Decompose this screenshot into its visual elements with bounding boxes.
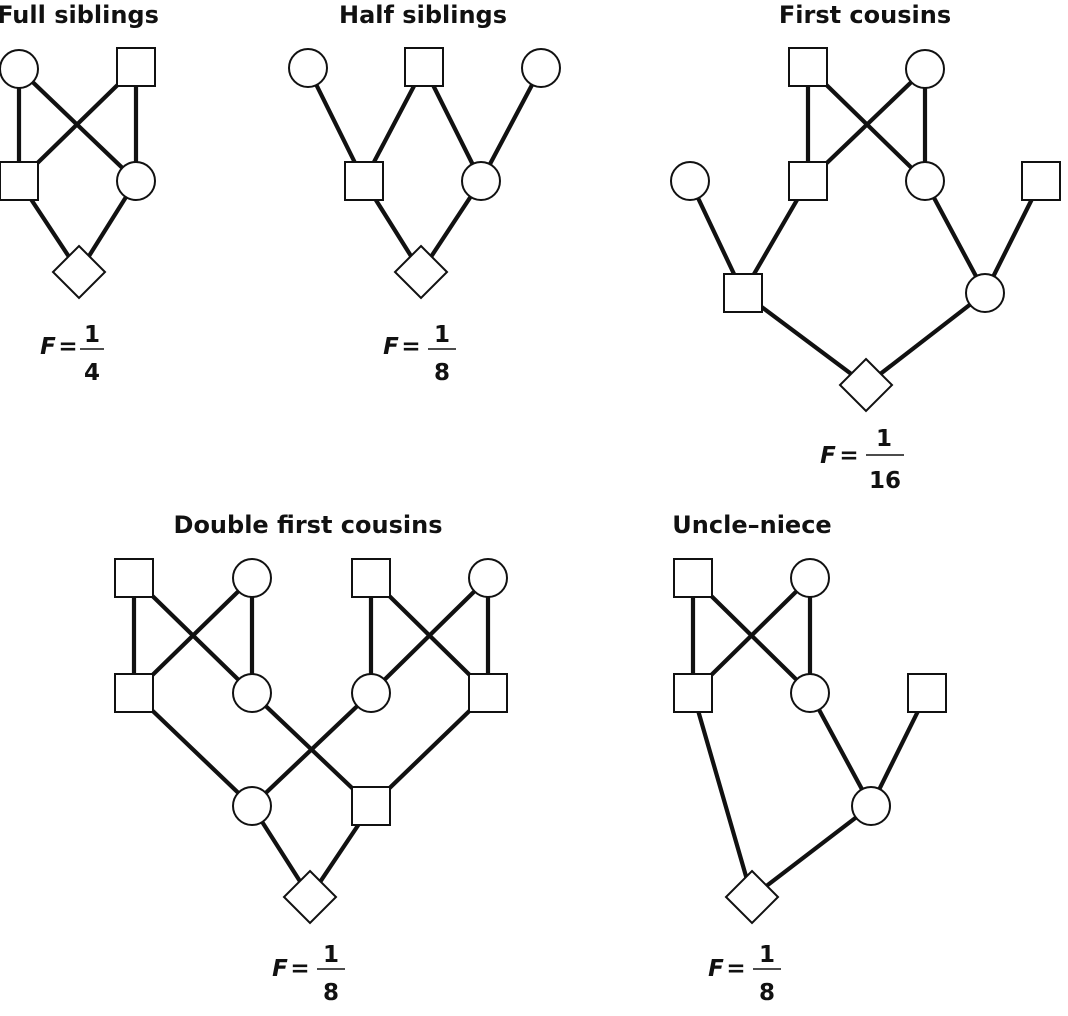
female-node — [790, 673, 830, 713]
coefficient-symbol: F — [820, 443, 836, 469]
female-node — [232, 558, 272, 598]
inbreeding-coefficient: F = 1 8 — [708, 942, 781, 1006]
male-node — [673, 558, 713, 598]
female-node — [905, 161, 945, 201]
male-node — [788, 161, 828, 201]
male-node — [351, 786, 391, 826]
equals-sign: = — [839, 443, 858, 469]
male-node — [468, 673, 508, 713]
coefficient-denominator: 16 — [869, 468, 901, 494]
inbreeding-coefficient: F = 1 16 — [820, 426, 904, 494]
equals-sign: = — [401, 334, 420, 360]
pedigree-half-siblings: Half siblings F = 1 8 — [288, 1, 561, 386]
inbreeding-coefficient: F = 1 4 — [40, 322, 104, 386]
male-node — [0, 161, 39, 201]
coefficient-symbol: F — [708, 956, 724, 982]
coefficient-symbol: F — [40, 334, 56, 360]
inbreeding-coefficient: F = 1 8 — [383, 322, 456, 386]
female-node — [351, 673, 391, 713]
pedigree-edge — [922, 178, 988, 296]
female-node — [116, 161, 156, 201]
pedigree-edge — [690, 690, 755, 900]
offspring-node — [838, 357, 894, 413]
pedigree-edge — [807, 690, 874, 809]
pedigree-title: Uncle–niece — [672, 511, 831, 539]
female-node — [232, 786, 272, 826]
coefficient-numerator: 1 — [759, 942, 775, 968]
coefficient-numerator: 1 — [876, 426, 892, 452]
pedigree-title: Half siblings — [339, 1, 507, 29]
female-node — [0, 49, 39, 89]
male-node — [907, 673, 947, 713]
coefficient-denominator: 8 — [759, 980, 775, 1006]
equals-sign: = — [290, 956, 309, 982]
offspring-node — [393, 244, 449, 300]
female-node — [790, 558, 830, 598]
equals-sign: = — [58, 334, 77, 360]
coefficient-denominator: 8 — [323, 980, 339, 1006]
coefficient-symbol: F — [272, 956, 288, 982]
pedigree-edge — [478, 65, 544, 184]
coefficient-numerator: 1 — [323, 942, 339, 968]
male-node — [723, 273, 763, 313]
female-node — [905, 49, 945, 89]
pedigree-edge — [368, 575, 491, 696]
inbreeding-coefficient: F = 1 8 — [272, 942, 345, 1006]
offspring-node — [282, 869, 338, 925]
female-node — [670, 161, 710, 201]
pedigree-double-first-cousins: Double first cousins F = 1 8 — [114, 511, 508, 1006]
male-node — [351, 558, 391, 598]
equals-sign: = — [726, 956, 745, 982]
pedigree-first-cousins: First cousins F = 1 16 — [670, 1, 1061, 494]
female-node — [521, 48, 561, 88]
offspring-node — [724, 869, 780, 925]
male-node — [114, 673, 154, 713]
pedigree-edge — [740, 290, 869, 388]
female-node — [232, 673, 272, 713]
female-node — [288, 48, 328, 88]
male-node — [114, 558, 154, 598]
coefficient-numerator: 1 — [434, 322, 450, 348]
pedigree-title: Double first cousins — [174, 511, 443, 539]
male-node — [404, 47, 444, 87]
pedigree-edge — [863, 290, 988, 388]
male-node — [673, 673, 713, 713]
offspring-node — [51, 244, 107, 300]
pedigree-title: First cousins — [779, 1, 951, 29]
male-node — [116, 47, 156, 87]
female-node — [851, 786, 891, 826]
coefficient-denominator: 8 — [434, 360, 450, 386]
female-node — [965, 273, 1005, 313]
male-node — [1021, 161, 1061, 201]
pedigree-full-siblings: Full siblings F = 1 4 — [0, 1, 159, 386]
male-node — [788, 47, 828, 87]
pedigree-uncle-niece: Uncle–niece F = 1 8 — [672, 511, 947, 1006]
coefficient-numerator: 1 — [84, 322, 100, 348]
coefficient-symbol: F — [383, 334, 399, 360]
female-node — [468, 558, 508, 598]
pedigree-title: Full siblings — [0, 1, 159, 29]
coefficient-denominator: 4 — [84, 360, 100, 386]
pedigree-edge — [249, 690, 374, 809]
male-node — [344, 161, 384, 201]
pedigree-edge — [749, 803, 874, 900]
female-node — [461, 161, 501, 201]
